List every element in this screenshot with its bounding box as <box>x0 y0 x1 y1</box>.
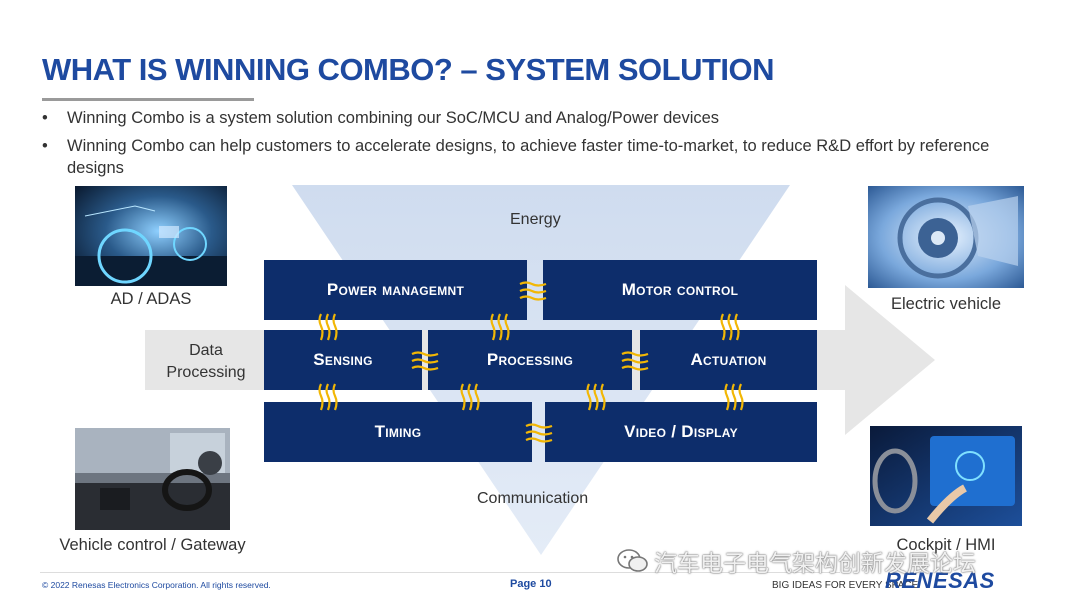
wechat-icon <box>617 549 648 572</box>
connector-icon <box>586 383 606 411</box>
adas-caption: AD / ADAS <box>110 290 192 308</box>
watermark: 汽车电子电气架构创新发展论坛 <box>616 544 976 578</box>
processing-label: Processing <box>486 350 574 369</box>
motor-control-label: Motor control <box>621 280 739 299</box>
actuation-box: Actuation <box>640 330 817 390</box>
connector-icon <box>318 383 338 411</box>
connector-icon <box>720 313 740 341</box>
connector-icon <box>490 313 510 341</box>
vehicle-control-photo <box>75 428 230 530</box>
connector-icon <box>519 281 547 301</box>
page-number: Page 10 <box>510 578 552 590</box>
data-processing-line2: Processing <box>166 364 246 381</box>
bullet-marker: • <box>42 137 48 155</box>
bullet-list: • Winning Combo is a system solution com… <box>42 107 1022 185</box>
copyright-text: © 2022 Renesas Electronics Corporation. … <box>42 580 271 590</box>
connector-icon <box>411 351 439 371</box>
cockpit-caption: Cockpit / HMI <box>896 536 996 554</box>
energy-label: Energy <box>510 211 561 228</box>
electric-vehicle-photo <box>868 186 1024 288</box>
communication-label: Communication <box>477 490 589 507</box>
sensing-label: Sensing <box>313 350 373 369</box>
title-underline <box>42 98 254 101</box>
tagline: BIG IDEAS FOR EVERY SPACE <box>772 580 919 591</box>
footer-divider <box>40 572 840 573</box>
bullet-text: Winning Combo can help customers to acce… <box>67 137 990 177</box>
sensing-box: Sensing <box>264 330 422 390</box>
connector-icon <box>724 383 744 411</box>
data-processing-line1: Data <box>189 342 223 359</box>
cockpit-photo <box>870 426 1022 526</box>
processing-box: Processing <box>428 330 632 390</box>
video-display-box: Video / Display <box>545 402 817 462</box>
timing-box: Timing <box>264 402 532 462</box>
slide-title: WHAT IS WINNING COMBO? – SYSTEM SOLUTION <box>42 52 775 87</box>
power-management-label: Power managemnt <box>326 280 465 299</box>
video-display-label: Video / Display <box>624 422 738 441</box>
renesas-logo: RENESAS <box>885 568 995 593</box>
electric-vehicle-caption: Electric vehicle <box>890 295 1002 313</box>
data-processing-label: Data Processing <box>160 340 252 384</box>
bullet-item: • Winning Combo can help customers to ac… <box>42 135 1022 179</box>
adas-photo <box>75 186 227 286</box>
bullet-text: Winning Combo is a system solution combi… <box>67 109 720 127</box>
connector-icon <box>460 383 480 411</box>
connector-icon <box>525 423 553 443</box>
actuation-label: Actuation <box>690 350 767 369</box>
connector-icon <box>621 351 649 371</box>
connector-icon <box>318 313 338 341</box>
bullet-item: • Winning Combo is a system solution com… <box>42 107 1022 129</box>
motor-control-box: Motor control <box>543 260 817 320</box>
power-management-box: Power managemnt <box>264 260 527 320</box>
vehicle-control-caption: Vehicle control / Gateway <box>59 536 246 554</box>
bullet-marker: • <box>42 109 48 127</box>
timing-label: Timing <box>374 422 422 441</box>
watermark-text: 汽车电子电气架构创新发展论坛 <box>654 550 976 576</box>
